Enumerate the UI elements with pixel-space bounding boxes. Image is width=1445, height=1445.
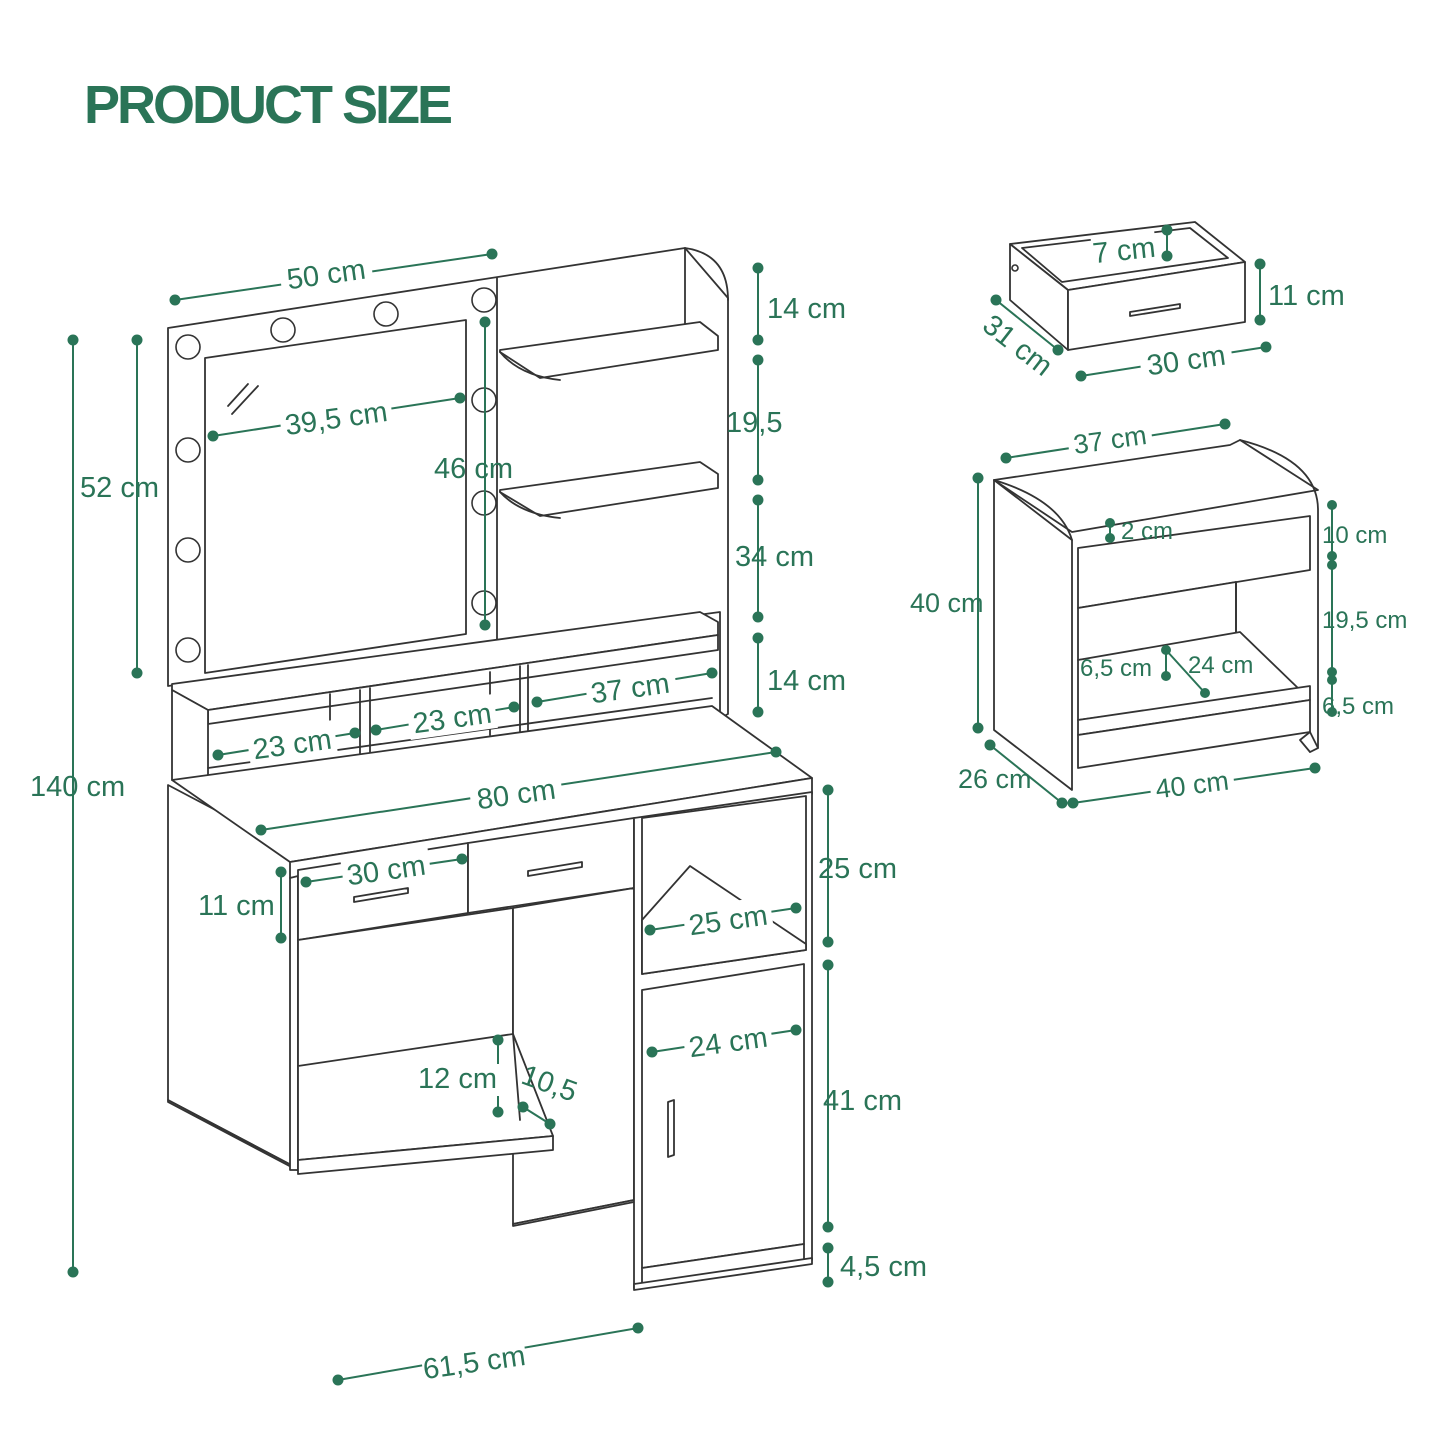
dim-cabinet-height: 41 cm bbox=[823, 1085, 902, 1117]
page-title: PRODUCT SIZE bbox=[84, 75, 453, 135]
dim-desk-depth: 61,5 cm bbox=[421, 1340, 528, 1386]
dim-stool-height: 40 cm bbox=[910, 588, 984, 618]
stool-drawing bbox=[993, 439, 1319, 791]
dim-stool-top-thickness: 2 cm bbox=[1121, 518, 1173, 545]
dim-footrest-height: 12 cm bbox=[418, 1063, 497, 1095]
dim-stool-lower: 6,5 cm bbox=[1080, 655, 1152, 682]
dim-stool-depth: 26 cm bbox=[958, 764, 1032, 794]
dim-detail-drawer-height: 11 cm bbox=[1268, 280, 1345, 312]
dim-shelf-2: 19,5 bbox=[726, 407, 782, 439]
dimension-labels: 50 cm 39,5 cm 52 cm 46 cm 140 cm 14 cm 1… bbox=[30, 230, 1407, 1386]
dim-stool-width-top: 37 cm bbox=[1072, 420, 1149, 460]
dim-shelf-3: 34 cm bbox=[735, 541, 814, 573]
dim-mirror-height: 52 cm bbox=[80, 472, 159, 504]
dim-drawer-height: 11 cm bbox=[198, 890, 275, 922]
dim-overall-height: 140 cm bbox=[30, 771, 125, 803]
dim-stool-shelf-height: 6,5 cm bbox=[1322, 693, 1394, 720]
dim-shelf-4: 14 cm bbox=[767, 665, 846, 697]
dim-detail-drawer-inner: 7 cm bbox=[1091, 232, 1157, 270]
dim-stool-shelf-depth: 24 cm bbox=[1188, 652, 1253, 679]
vanity-table-drawing bbox=[167, 247, 813, 1291]
dim-base-height: 4,5 cm bbox=[840, 1251, 927, 1283]
dim-stool-top-gap: 10 cm bbox=[1322, 522, 1387, 549]
dim-stool-mid: 19,5 cm bbox=[1322, 607, 1407, 634]
dim-shelf-top: 14 cm bbox=[767, 293, 846, 325]
dim-mirror-inner-height: 46 cm bbox=[434, 453, 513, 485]
dim-open-shelf-height: 25 cm bbox=[818, 853, 897, 885]
